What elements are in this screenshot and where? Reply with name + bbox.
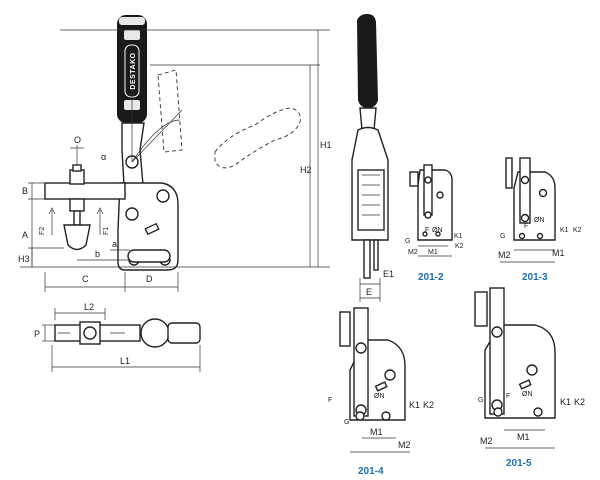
dim-O: O — [74, 135, 81, 145]
variant-201-2: G F ØN M1 M2 K1 201-2 — [405, 164, 463, 283]
v2-N: ØN — [534, 217, 545, 224]
variant-201-3: G F ØN M1 M2 K1 K2 201-3 — [498, 157, 582, 283]
v4-F: F — [506, 393, 510, 400]
side-view: E1 E — [351, 14, 394, 302]
svg-text:G: G — [405, 238, 410, 245]
caption-201-5: 201-5 — [506, 458, 532, 469]
v4-M1: M1 — [517, 432, 530, 442]
v2-K1: K1 — [560, 227, 569, 234]
dim-L1: L1 — [120, 356, 130, 366]
v3-K1: K1 — [409, 400, 420, 410]
brand-logo: DESTAKO — [130, 52, 137, 89]
v4-M2: M2 — [480, 436, 493, 446]
clamp-bar — [44, 182, 126, 200]
dim-D: D — [146, 274, 153, 284]
front-view: DESTAKO — [18, 15, 332, 292]
dim-H1: H1 — [320, 140, 332, 150]
dim-L2: L2 — [84, 302, 94, 312]
v3-G: G — [344, 419, 349, 426]
dim-H3: H3 — [18, 254, 30, 264]
v4-K1: K1 — [560, 397, 571, 407]
top-hub — [140, 318, 170, 348]
dim-C: C — [82, 274, 89, 284]
dim-A: A — [22, 230, 28, 240]
v1-N: ØN — [432, 227, 443, 234]
v3-M1: M1 — [370, 427, 383, 437]
v2-F: F — [524, 223, 528, 230]
v2-M1: M1 — [552, 248, 565, 258]
v1-K2: K2 — [455, 243, 464, 250]
pivot-mid — [125, 207, 139, 221]
variant-201-4: G F ØN M1 M2 K1 K2 201-4 — [328, 307, 434, 477]
base-plate — [117, 182, 179, 271]
v2-M2: M2 — [498, 250, 511, 260]
v4-G: G — [478, 397, 483, 404]
dim-alpha: α — [101, 152, 106, 162]
v3-N: ØN — [374, 393, 385, 400]
dim-F1: F1 — [103, 227, 110, 235]
v3-M2: M2 — [398, 440, 411, 450]
side-grip — [357, 14, 378, 108]
dim-b: b — [95, 249, 100, 259]
top-view: L2 P L1 — [34, 302, 201, 372]
dim-B: B — [22, 186, 28, 196]
spindle-pad — [63, 224, 91, 251]
caption-201-2: 201-2 — [418, 272, 444, 283]
dim-H2: H2 — [300, 165, 312, 175]
v2-G: G — [500, 233, 505, 240]
caption-201-3: 201-3 — [522, 272, 548, 283]
dim-E: E — [366, 287, 372, 297]
v1-M1: M1 — [428, 249, 438, 256]
swing-handle-ghost — [157, 69, 183, 153]
v1-K1: K1 — [454, 233, 463, 240]
v1-M2: M2 — [408, 249, 418, 256]
v3-K2: K2 — [423, 400, 434, 410]
v1-F: F — [425, 227, 429, 234]
dim-E1: E1 — [383, 269, 394, 279]
v4-K2: K2 — [574, 397, 585, 407]
v2-K2: K2 — [573, 227, 582, 234]
variant-201-5: G F ØN M1 M2 K1 K2 201-5 — [474, 287, 585, 469]
dim-F2: F2 — [39, 227, 46, 235]
caption-201-4: 201-4 — [358, 466, 384, 477]
dim-P: P — [34, 329, 40, 339]
v4-N: ØN — [522, 391, 533, 398]
pivot-upper — [156, 189, 170, 203]
spindle-nut — [69, 169, 85, 185]
v3-F: F — [328, 397, 332, 404]
dim-a: a — [112, 239, 117, 249]
